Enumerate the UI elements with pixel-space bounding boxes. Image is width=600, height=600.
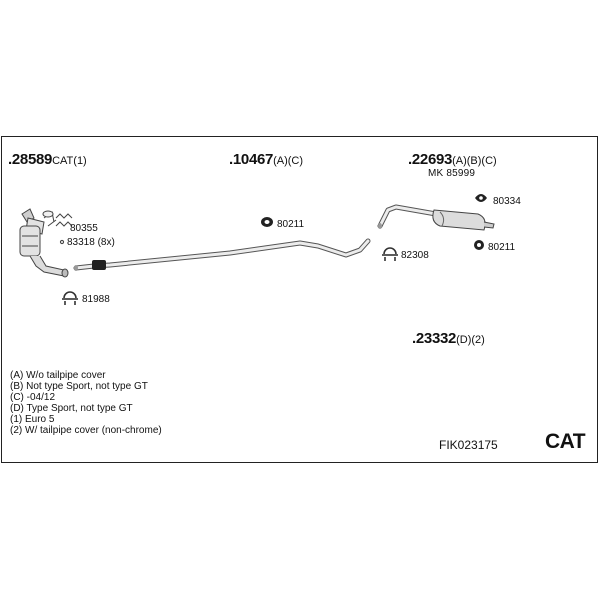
note-item: (1) Euro 5 [10, 414, 55, 425]
gasket-icon [42, 210, 54, 218]
rubber-hanger-icon [261, 217, 273, 227]
catalytic-converter [19, 208, 69, 278]
label-80211-front: 80211 [277, 219, 305, 230]
bolt-set-icon [55, 213, 73, 245]
note-item: (C) -04/12 [10, 392, 56, 403]
part-number-10467: .10467(A)(C) [229, 151, 304, 168]
part-number-23332: .23332(D)(2) [412, 330, 485, 347]
note-item: (B) Not type Sport, not type GT [10, 381, 148, 392]
label-80211-rear: 80211 [488, 242, 516, 253]
rubber-hanger-icon [475, 194, 487, 202]
clamp-icon [62, 291, 78, 305]
diagram-frame [1, 136, 598, 463]
label-82308: 82308 [401, 250, 429, 261]
note-item: (A) W/o tailpipe cover [10, 370, 106, 381]
part-number-28589: .28589CAT(1) [8, 151, 87, 168]
mounting-kit-label: MK 85999 [428, 168, 476, 179]
label-80334: 80334 [493, 196, 521, 207]
clamp-icon [382, 247, 398, 261]
rubber-hanger-icon [474, 240, 484, 250]
system-code: FIK023175 [439, 438, 498, 452]
notes-legend: (A) W/o tailpipe cover (B) Not type Spor… [10, 370, 162, 436]
note-item: (D) Type Sport, not type GT [10, 403, 133, 414]
part-number-22693: .22693(A)(B)(C) [408, 151, 497, 168]
front-pipe [73, 238, 371, 271]
note-item: (2) W/ tailpipe cover (non-chrome) [10, 425, 162, 436]
category-label: CAT [545, 430, 586, 453]
label-80355: 80355 [70, 223, 98, 234]
label-81988: 81988 [82, 294, 110, 305]
rear-silencer [377, 204, 495, 231]
label-83318: 83318 (8x) [67, 237, 115, 248]
